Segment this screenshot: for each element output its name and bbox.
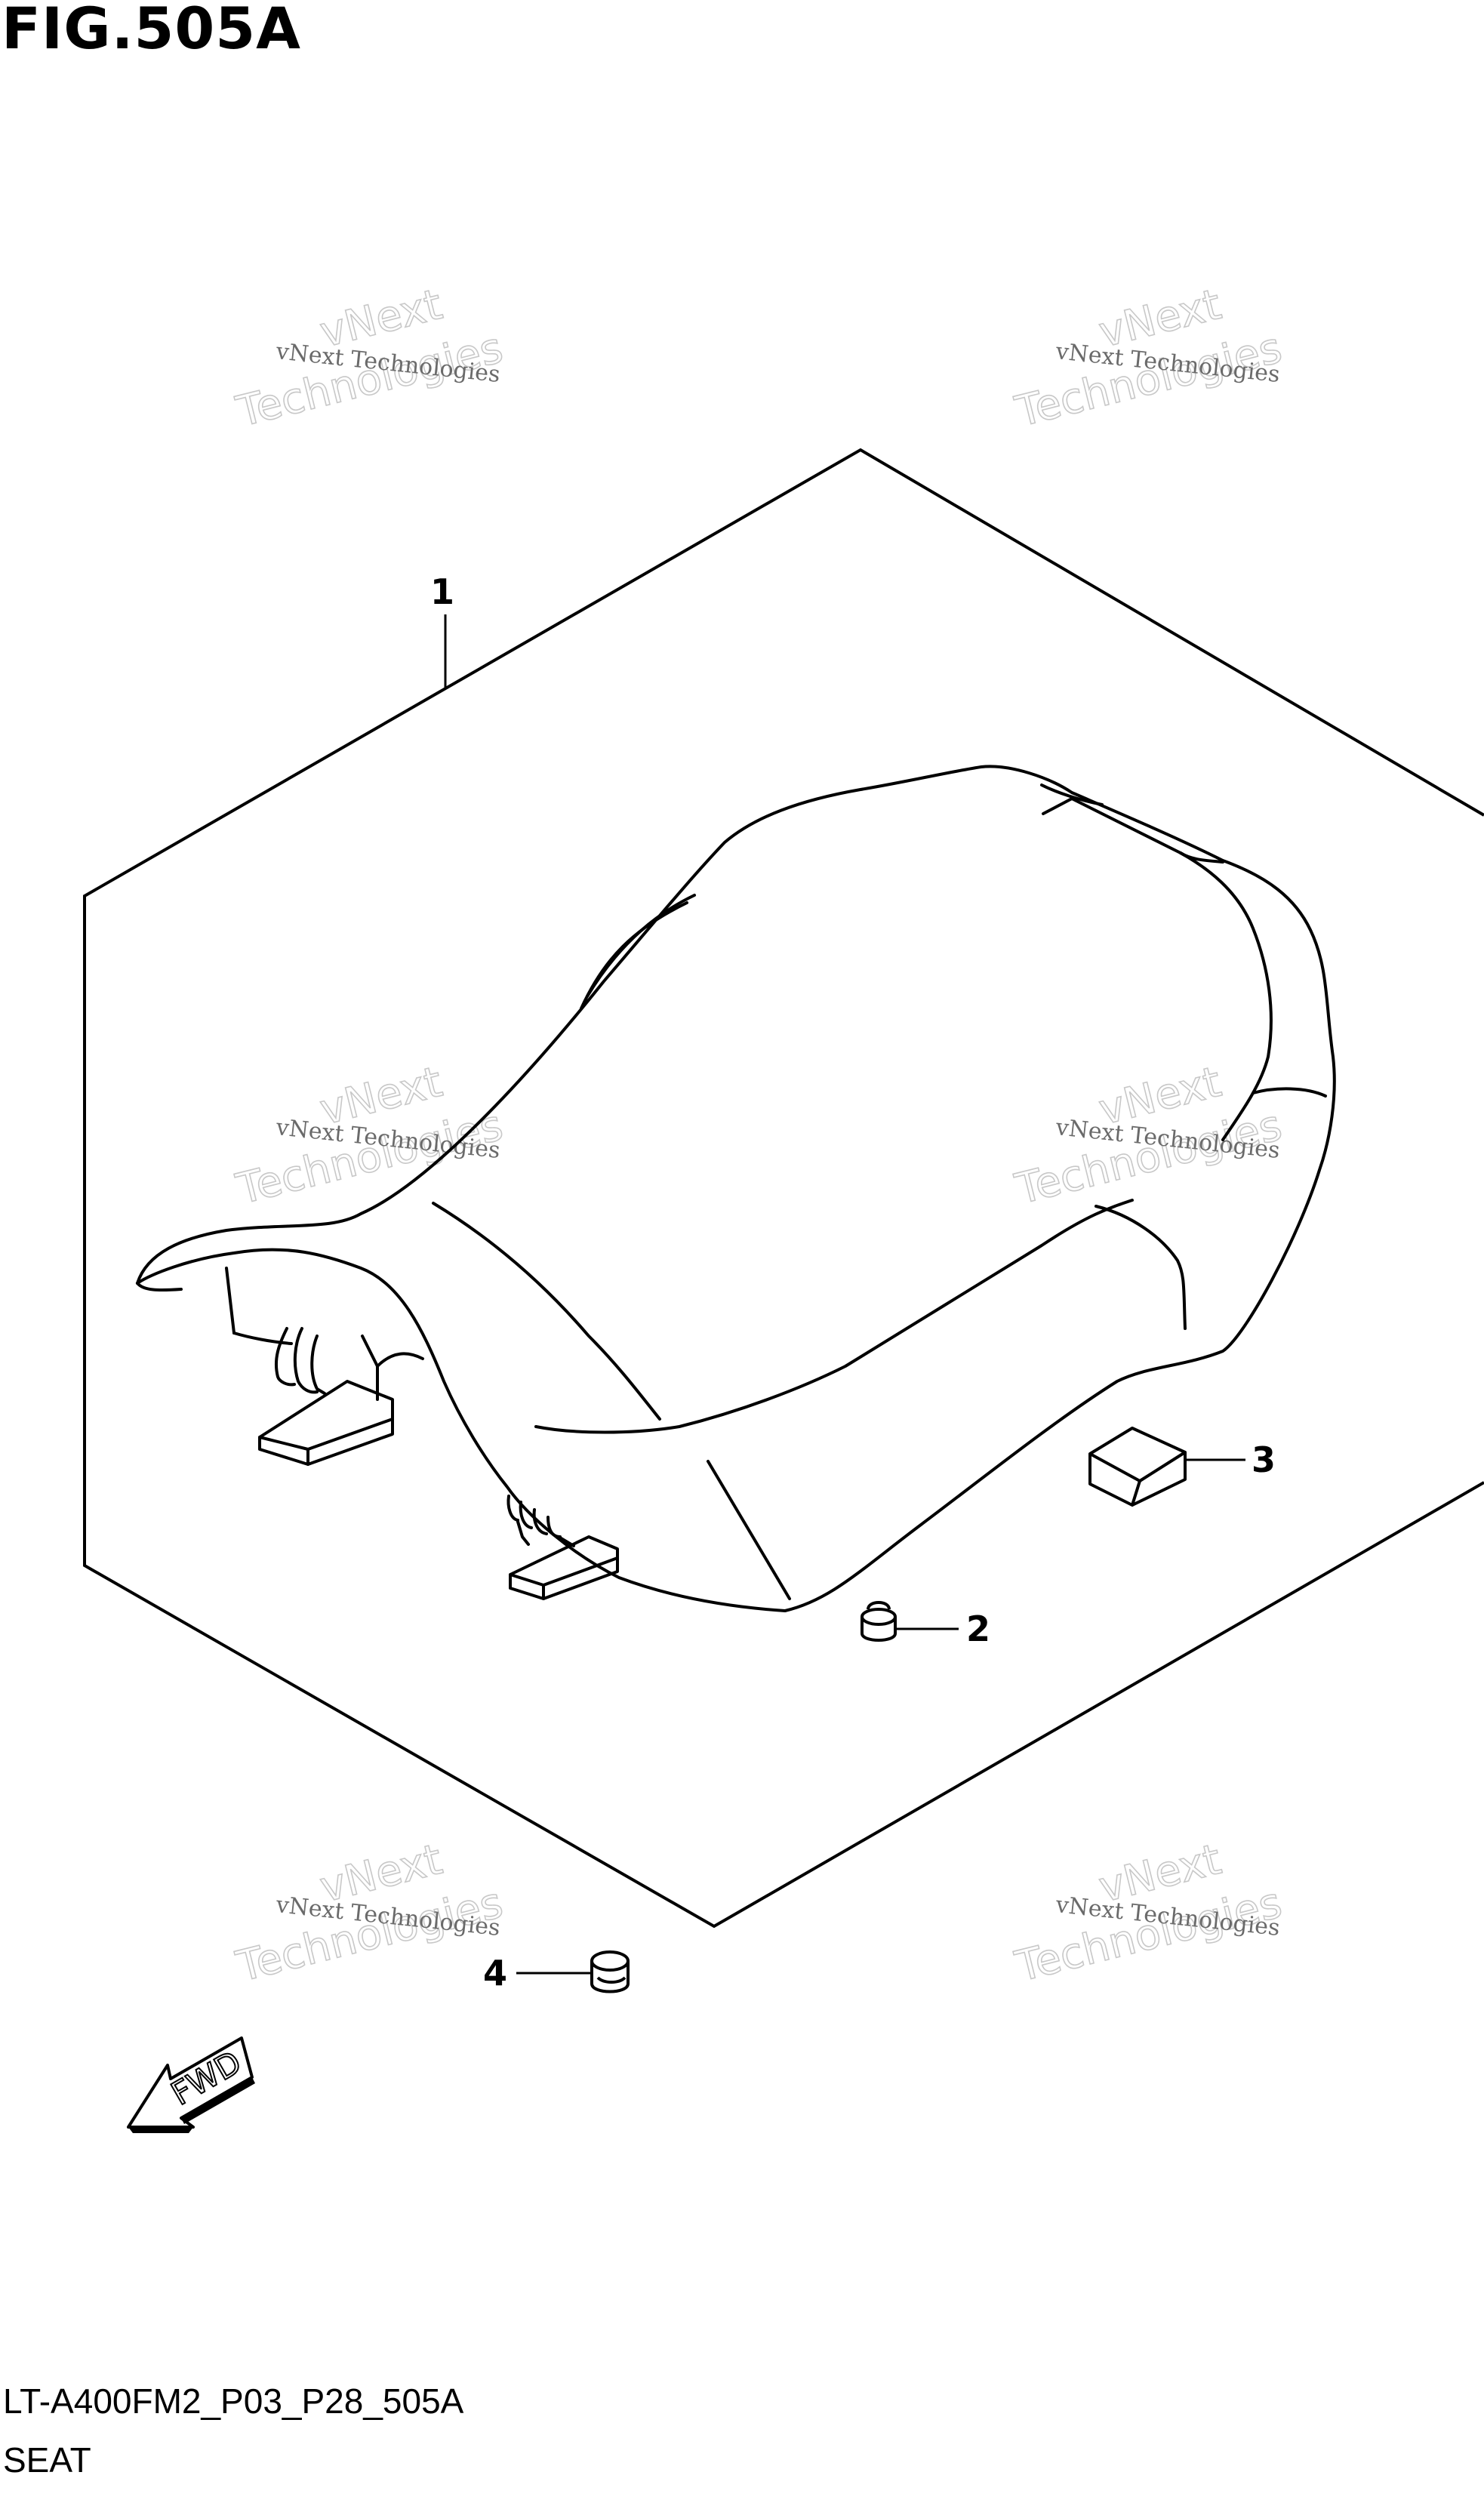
callout-3-label[interactable]: 3 xyxy=(1252,1439,1276,1480)
callout-1-label[interactable]: 1 xyxy=(430,571,454,612)
figure-code: LT-A400FM2_P03_P28_505A xyxy=(3,2381,464,2421)
figure-name: SEAT xyxy=(3,2440,91,2480)
part-2-grommet-icon[interactable] xyxy=(861,1601,897,1642)
watermark-bottom-left: Technologies vNext vNext Technologies xyxy=(231,1834,508,1992)
watermark-top-left: Technologies vNext vNext Technologies xyxy=(231,279,508,437)
seat-icon[interactable] xyxy=(136,765,1336,1612)
watermark-top-right: Technologies vNext vNext Technologies xyxy=(1010,279,1287,437)
part-3-pad-icon[interactable] xyxy=(1088,1427,1187,1507)
watermark-mid-right: Technologies vNext vNext Technologies xyxy=(1010,1057,1287,1215)
callout-4-label[interactable]: 4 xyxy=(483,1953,507,1993)
watermark-bottom-right: Technologies vNext vNext Technologies xyxy=(1010,1834,1287,1992)
assembly-boundary xyxy=(83,448,1484,1929)
watermarks: Technologies vNext vNext Technologies Te… xyxy=(231,279,1287,1992)
fwd-arrow-icon: FWD xyxy=(127,2037,255,2133)
figure-title: FIG.505A xyxy=(2,0,301,62)
part-4-cushion-icon[interactable] xyxy=(590,1950,630,1993)
callout-2-label[interactable]: 2 xyxy=(966,1609,990,1649)
